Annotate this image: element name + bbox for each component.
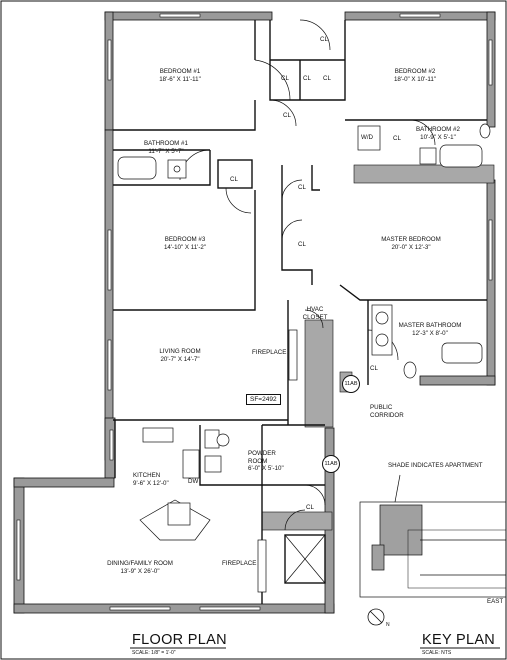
closet-label: CL [230, 176, 238, 183]
square-feet-box: SF=2492 [246, 394, 281, 405]
north-arrow [367, 608, 385, 626]
unit-tag: 11AB [322, 455, 340, 473]
room-label-bedroom3: BEDROOM #314'-10" x 11'-2" [163, 236, 207, 251]
door-swings [179, 19, 436, 531]
interior-shading [261, 164, 495, 531]
key-plan-scale: SCALE: NTS [422, 650, 452, 656]
room-label-bathroom1: BATHROOM #111'-7" x 5'-7" [144, 140, 188, 155]
closet-label: CL [298, 184, 306, 191]
fireplace-label: FIREPLACE [222, 560, 257, 567]
room-label-bedroom2: BEDROOM #218'-0" x 10'-11" [393, 68, 437, 83]
room-label-bedroom1: BEDROOM #118'-6" x 11'-11" [159, 68, 201, 83]
window-marks [16, 13, 493, 611]
closet-label: CL [370, 365, 378, 372]
washer-dryer-label: W/D [361, 134, 374, 141]
closet-label: CL [283, 112, 291, 119]
room-label-bathroom2: BATHROOM #210'-9" x 5'-1" [416, 126, 460, 141]
unit-tag: 11AB [342, 375, 360, 393]
closet-label: CL [303, 75, 311, 82]
fixtures [117, 123, 491, 593]
closet-label: CL [281, 75, 289, 82]
dishwasher-label: DW [188, 478, 199, 485]
closet-label: CL [306, 504, 314, 511]
north-label: N [386, 622, 390, 628]
closet-label: CL [323, 75, 331, 82]
interior-walls [113, 20, 487, 604]
closet-label: CL [320, 36, 328, 43]
key-plan-title: KEY PLAN [422, 632, 496, 648]
plan-title: FLOOR PLAN [132, 632, 227, 648]
fireplace-label: FIREPLACE [252, 349, 287, 356]
east-label: EAST [487, 598, 504, 605]
closet-label: CL [393, 135, 401, 142]
elevator [284, 534, 326, 584]
shade-note: SHADE INDICATES APARTMENT [388, 462, 483, 469]
plan-scale: SCALE: 1/8" = 1'-0" [132, 650, 176, 656]
closet-label: CL [298, 241, 306, 248]
key-plan [359, 474, 507, 598]
